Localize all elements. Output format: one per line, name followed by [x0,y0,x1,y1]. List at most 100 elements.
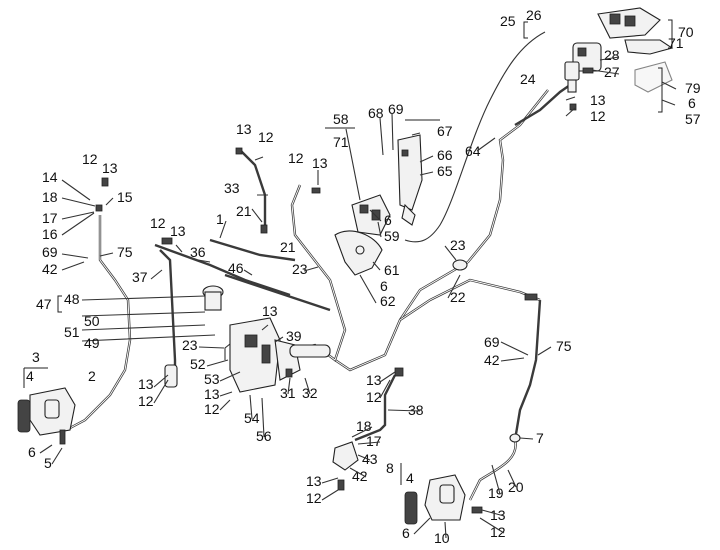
callout-69c: 69 [484,334,500,350]
clip-23 [452,259,468,271]
callout-79: 79 [685,80,701,96]
callout-33: 33 [224,180,240,196]
bolts [95,67,594,514]
callout-46: 46 [228,260,244,276]
bracket-61 [334,230,383,276]
callout-10: 10 [434,530,450,546]
callout-23b: 23 [450,237,466,253]
callout-13b: 13 [236,121,252,137]
callout-7: 7 [536,430,544,446]
abs-modulator-59 [351,194,391,236]
brake-line-36 [154,243,291,297]
callout-64: 64 [465,143,481,159]
callout-6b: 6 [384,212,392,228]
callout-12i: 12 [366,389,382,405]
callout-71: 71 [668,35,684,51]
hose-7-inner [469,439,517,501]
callout-15: 15 [117,189,133,205]
front-left-caliper [17,387,76,445]
brake-line-22 [399,278,541,321]
leader-lines [39,56,677,539]
callout-13h: 13 [204,386,220,402]
callout-53: 53 [204,371,220,387]
callout-3: 3 [32,349,40,365]
callout-21: 21 [236,203,252,219]
callout-59: 59 [384,228,400,244]
callout-57: 57 [685,111,701,127]
callout-19: 19 [488,485,504,501]
callout-49: 49 [84,335,100,351]
callout-24: 24 [520,71,536,87]
callout-42b: 42 [484,352,500,368]
callout-42c: 42 [352,468,368,484]
callout-36: 36 [190,244,206,260]
callout-47: 47 [36,296,52,312]
front-right-caliper [404,474,466,525]
callout-43: 43 [362,451,378,467]
callout-66: 66 [437,147,453,163]
brake-line-rear-main-inner [334,89,549,371]
callout-13e: 13 [170,223,186,239]
callout-18b: 18 [356,418,372,434]
callout-42: 42 [42,261,58,277]
parts [17,7,674,525]
brake-lines [69,31,571,501]
callout-labels: 25 26 70 71 28 27 79 6 57 24 13 12 64 58… [26,7,701,546]
callout-50: 50 [84,313,100,329]
callout-12e: 12 [150,215,166,231]
leader-lines-48-51 [81,295,216,342]
callout-13c: 13 [312,155,328,171]
callout-12: 12 [590,108,606,124]
hose-33 [239,149,267,225]
callout-38: 38 [408,402,424,418]
callout-27: 27 [604,64,620,80]
bracket-71 [624,39,674,55]
callout-12c: 12 [288,150,304,166]
callout-14: 14 [42,169,58,185]
brake-line-left-front-inner [69,215,131,429]
callout-12f: 12 [138,393,154,409]
callout-28: 28 [604,47,620,63]
callout-13d: 13 [102,160,118,176]
grouping-brackets [23,19,673,485]
callout-13j: 13 [306,473,322,489]
brake-line-38 [354,374,397,442]
callout-1: 1 [216,211,224,227]
callout-6e: 6 [402,525,410,541]
brake-line-right-vertical [513,299,542,441]
callout-75: 75 [117,244,133,260]
brake-line-thin-top [404,31,546,243]
callout-68: 68 [368,105,384,121]
callout-12b: 12 [258,129,274,145]
callout-12g: 12 [204,401,220,417]
brake-line-46 [224,273,331,312]
callout-17: 17 [42,210,58,226]
sensor-13-12 [164,364,178,388]
callout-13g: 13 [138,376,154,392]
callout-13k: 13 [490,507,506,523]
callout-48: 48 [64,291,80,307]
callout-62: 62 [380,293,396,309]
brake-pedal-bracket-top [597,7,661,39]
callout-5: 5 [44,455,52,471]
callout-25: 25 [500,13,516,29]
callout-16: 16 [42,226,58,242]
abs-hydraulic-unit [229,317,331,393]
rear-master-cylinder [564,42,602,93]
callout-37: 37 [132,269,148,285]
speed-sensor-43 [332,441,359,471]
callout-12j: 12 [306,490,322,506]
brake-line-1 [209,238,296,262]
callout-12k: 12 [490,524,506,540]
callout-23c: 23 [182,337,198,353]
brake-line-22-inner [399,279,541,321]
callout-52: 52 [190,356,206,372]
joint-7 [509,433,521,443]
callout-21b: 21 [280,239,296,255]
pedal-assembly-66 [397,134,423,226]
callout-39: 39 [286,328,302,344]
callout-13: 13 [590,92,606,108]
callout-17b: 17 [366,433,382,449]
callout-4: 4 [26,368,34,384]
